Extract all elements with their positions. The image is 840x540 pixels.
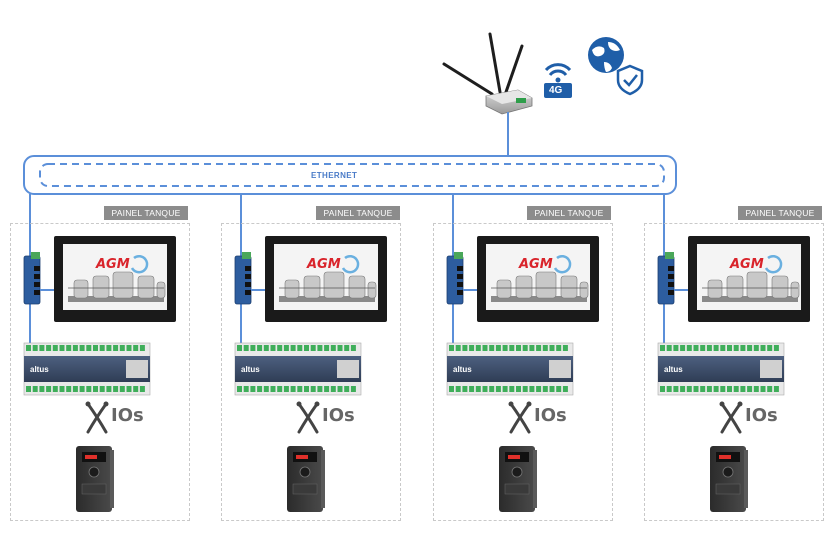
hmi-touch-panel: AGM [688,236,810,322]
plc-brand: altus [30,365,49,374]
router-antenna [442,62,494,96]
panel-frame [433,223,613,521]
agm-logo: AGM [518,257,553,272]
tank-equipment-illustration [491,271,589,302]
panel-label: PAINEL TANQUE [738,206,822,220]
shield-check-icon [616,64,644,96]
frequency-inverter [710,446,748,512]
frequency-inverter [287,446,325,512]
wifi-icon [544,63,572,98]
ethernet-switch [446,252,464,305]
agm-logo: AGM [729,257,764,272]
cable-cross-icon [508,401,532,434]
plc-controller: altus [234,342,362,396]
agm-logo: AGM [306,257,341,272]
panel-frame [10,223,190,521]
panel-frame [221,223,401,521]
cable-cross-icon [719,401,743,434]
router-antenna [488,32,502,94]
panel-label: PAINEL TANQUE [316,206,400,220]
plc-brand: altus [664,365,683,374]
hmi-touch-panel: AGM [477,236,599,322]
plc-controller: altus [657,342,785,396]
plc-controller: altus [446,342,574,396]
router [442,32,533,115]
hmi-touch-panel: AGM [54,236,176,322]
ethernet-ring [23,155,677,195]
panel-label: PAINEL TANQUE [104,206,188,220]
ethernet-switch [23,252,41,305]
agm-swoosh [341,255,360,274]
agm-swoosh [553,255,572,274]
panel-graphics: AGM altus [657,194,810,512]
cellular-badge-label: 4G [549,85,563,96]
agm-logo: AGM [95,257,130,272]
ios-label: IOs [111,405,144,426]
ios-label: IOs [534,405,567,426]
frequency-inverter [499,446,537,512]
ios-label: IOs [745,405,778,426]
globe-icon [588,37,624,73]
ethernet-switch [657,252,675,305]
cable-cross-icon [296,401,320,434]
panel-graphics: AGM altus [446,194,599,512]
panel-graphics: AGM altus [23,194,176,512]
frequency-inverter [76,446,114,512]
plc-brand: altus [241,365,260,374]
ethernet-label: ETHERNET [311,171,358,180]
ios-label: IOs [322,405,355,426]
panel-graphics: AGM altus [234,194,387,512]
agm-swoosh [130,255,149,274]
agm-swoosh [764,255,783,274]
panel-frame [644,223,824,521]
panel-label: PAINEL TANQUE [527,206,611,220]
tank-equipment-illustration [68,271,166,302]
tank-equipment-illustration [279,271,377,302]
plc-brand: altus [453,365,472,374]
cable-cross-icon [85,401,109,434]
ethernet-switch [234,252,252,305]
router-antenna [504,44,524,94]
hmi-touch-panel: AGM [265,236,387,322]
tank-equipment-illustration [702,271,800,302]
plc-controller: altus [23,342,151,396]
